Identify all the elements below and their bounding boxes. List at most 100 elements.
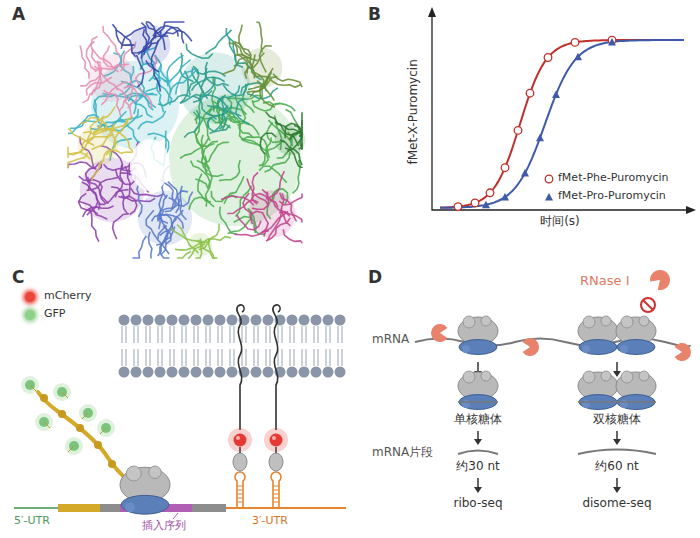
protein-strand [242, 137, 267, 152]
small-subunit-lobe [582, 400, 590, 408]
lipid-head [227, 315, 238, 326]
small-subunit-lobe [125, 502, 135, 512]
small-subunit-lobe [462, 345, 470, 353]
protein-strand [80, 66, 100, 86]
lipid-tail [294, 349, 295, 366]
flow-arrow [477, 362, 479, 372]
phe-marker [454, 203, 462, 211]
small-subunit [459, 340, 497, 355]
protein-strand [181, 91, 212, 104]
protein-strand [221, 196, 254, 205]
lipid-tail [126, 349, 127, 366]
lipid-tail [318, 326, 319, 343]
gfp-link [62, 392, 68, 398]
large-subunit-lobe [149, 466, 162, 479]
large-subunit-lobe [639, 371, 649, 381]
lipid-tail [270, 349, 271, 366]
lipid-tail [206, 326, 207, 343]
protein-strand [200, 95, 227, 107]
ribosome-cleft [130, 139, 170, 191]
small-subunit [579, 340, 617, 355]
protein-strand [89, 208, 99, 241]
lipid-head [251, 315, 262, 326]
protein-strand [80, 45, 89, 78]
protein-strand [237, 215, 261, 230]
protein-strand [104, 46, 119, 68]
lipid-tail [230, 349, 231, 366]
mrna-fragment [578, 450, 656, 455]
lipid-head [335, 315, 346, 326]
ribosome-icon [578, 316, 618, 355]
mcherry-glow [264, 428, 288, 452]
lipid-head [227, 367, 238, 378]
protected-mrna [578, 401, 656, 403]
chain-bead [108, 460, 116, 468]
protein-strand [120, 119, 143, 144]
protein-strand [91, 37, 101, 63]
prohibit-sign [641, 298, 655, 312]
lipid-tail [246, 326, 247, 343]
membrane-tether [237, 305, 244, 430]
large-subunit-lobe [463, 316, 475, 328]
lipid-tail [186, 326, 187, 343]
protein-strand [266, 171, 284, 199]
pro-curve [440, 40, 684, 208]
pro-marker [608, 38, 616, 46]
small-subunit-lobe [620, 345, 628, 353]
prohibit-slash [643, 300, 653, 310]
lipid-tail [326, 349, 327, 366]
small-subunit [617, 340, 655, 355]
ribosome-icon [458, 316, 498, 355]
state-label: 单核糖体 [454, 413, 502, 427]
large-subunit-lobe [621, 316, 633, 328]
chain-bead [58, 410, 66, 418]
gfp-glow [35, 413, 53, 431]
lipid-tail [258, 349, 259, 366]
phe-marker [526, 89, 534, 97]
arrow-head [474, 487, 482, 493]
lipid-tail [174, 349, 175, 366]
large-subunit-lobe [126, 466, 141, 481]
lipid-tail [246, 349, 247, 366]
protein-strand [164, 60, 191, 82]
large-subunit-lobe [601, 371, 611, 381]
pro-marker [482, 201, 490, 209]
protein-strand [202, 143, 215, 171]
chain-bead [40, 394, 48, 402]
gfp-link [44, 422, 50, 428]
protein-strand [205, 156, 223, 177]
lipid-tail [314, 326, 315, 343]
utr5-line [14, 507, 58, 509]
protein-strand [164, 28, 184, 44]
lipid-head [323, 367, 334, 378]
lipid-tail [162, 326, 163, 343]
axis-arrow [428, 7, 436, 17]
lipid-head [335, 367, 346, 378]
lipid-tail [198, 326, 199, 343]
lipid-tail [306, 326, 307, 343]
large-subunit-lobe [463, 371, 475, 383]
chain-bead [94, 441, 102, 449]
leader-line [173, 513, 178, 519]
gfp-glow [79, 404, 97, 422]
lipid-head [155, 367, 166, 378]
lipid-head [131, 315, 142, 326]
protein-strand [121, 27, 146, 49]
protein-strand [162, 30, 192, 41]
protein-strand [205, 30, 231, 54]
structure-region [78, 125, 119, 166]
protein-strand [273, 74, 302, 87]
protein-strand [280, 193, 297, 222]
stem-rung [237, 498, 243, 499]
protein-strand [151, 41, 159, 72]
lipid-head [323, 315, 334, 326]
region-label: 插入序列 [142, 520, 186, 533]
protein-strand [158, 227, 175, 256]
lipid-head [179, 367, 190, 378]
phe-marker [486, 189, 494, 197]
protein-strand [204, 142, 229, 164]
protein-strand [149, 232, 152, 258]
gfp-link [68, 446, 74, 452]
protein-strand [118, 197, 137, 215]
